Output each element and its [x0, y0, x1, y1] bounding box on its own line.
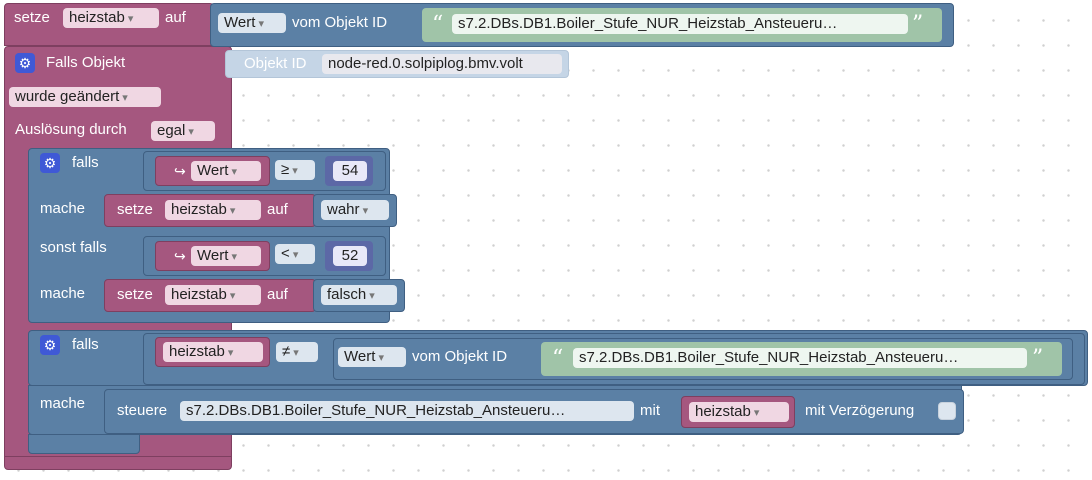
- gear-icon[interactable]: ⚙: [40, 335, 60, 355]
- else-if-label: sonst falls: [40, 239, 107, 256]
- set-label: setze: [117, 201, 153, 218]
- close-quote-icon: ”: [912, 12, 924, 37]
- variable-dropdown[interactable]: heizstab: [165, 200, 261, 220]
- compare-operator-dropdown[interactable]: ≠: [276, 342, 318, 362]
- from-object-label: vom Objekt ID: [292, 14, 388, 31]
- wert-variable-dropdown[interactable]: Wert: [191, 246, 261, 266]
- object-id-label: Objekt ID: [244, 55, 307, 72]
- trigger-object-id-field[interactable]: node-red.0.solpiplog.bmv.volt: [322, 54, 562, 74]
- to-label: auf: [267, 201, 288, 218]
- do-label: mache: [40, 395, 86, 412]
- do-label: mache: [40, 200, 86, 217]
- boolean-dropdown[interactable]: falsch: [321, 285, 397, 305]
- variable-dropdown[interactable]: heizstab: [163, 342, 263, 362]
- to-label: auf: [267, 286, 288, 303]
- with-delay-label: mit Verzögerung: [805, 402, 915, 419]
- compare-operator-dropdown[interactable]: ≥: [275, 160, 315, 180]
- number-field[interactable]: 54: [333, 161, 367, 181]
- trigger-block-footer: [4, 456, 232, 470]
- wert-dropdown[interactable]: Wert: [338, 347, 406, 367]
- variable-dropdown[interactable]: heizstab: [689, 402, 789, 422]
- gear-icon[interactable]: ⚙: [40, 153, 60, 173]
- close-quote-icon: ”: [1032, 346, 1044, 371]
- object-id-field[interactable]: s7.2.DBs.DB1.Boiler_Stufe_NUR_Heizstab_A…: [452, 14, 908, 34]
- wert-variable-dropdown[interactable]: Wert: [191, 161, 261, 181]
- control-object-id-field[interactable]: s7.2.DBs.DB1.Boiler_Stufe_NUR_Heizstab_A…: [180, 401, 634, 421]
- delay-checkbox[interactable]: [938, 402, 956, 420]
- wert-dropdown[interactable]: Wert: [218, 13, 286, 33]
- trigger-title: Falls Objekt: [46, 54, 126, 71]
- with-label: mit: [640, 402, 660, 419]
- set-label: setze: [117, 286, 153, 303]
- object-id-field[interactable]: s7.2.DBs.DB1.Boiler_Stufe_NUR_Heizstab_A…: [573, 348, 1027, 368]
- do-label: mache: [40, 285, 86, 302]
- variable-dropdown[interactable]: heizstab: [165, 285, 261, 305]
- trigger-by-label: Auslösung durch: [15, 121, 127, 138]
- number-field[interactable]: 52: [333, 246, 367, 266]
- if-block-2-footer: [28, 434, 140, 454]
- gear-icon[interactable]: ⚙: [15, 53, 35, 73]
- variable-dropdown[interactable]: heizstab: [63, 8, 159, 28]
- to-label: auf: [165, 9, 186, 26]
- open-quote-icon: “: [432, 12, 444, 37]
- from-object-label: vom Objekt ID: [412, 348, 508, 365]
- control-label: steuere: [117, 402, 168, 419]
- if-label: falls: [72, 336, 99, 353]
- set-label: setze: [14, 9, 50, 26]
- trigger-by-dropdown[interactable]: egal: [151, 121, 215, 141]
- if-label: falls: [72, 154, 99, 171]
- changed-dropdown[interactable]: wurde geändert: [9, 87, 161, 107]
- open-quote-icon: “: [552, 346, 564, 371]
- variable-arrow-icon: ↪: [174, 163, 186, 179]
- compare-operator-dropdown[interactable]: <: [275, 244, 315, 264]
- boolean-dropdown[interactable]: wahr: [321, 200, 389, 220]
- variable-arrow-icon: ↪: [174, 248, 186, 264]
